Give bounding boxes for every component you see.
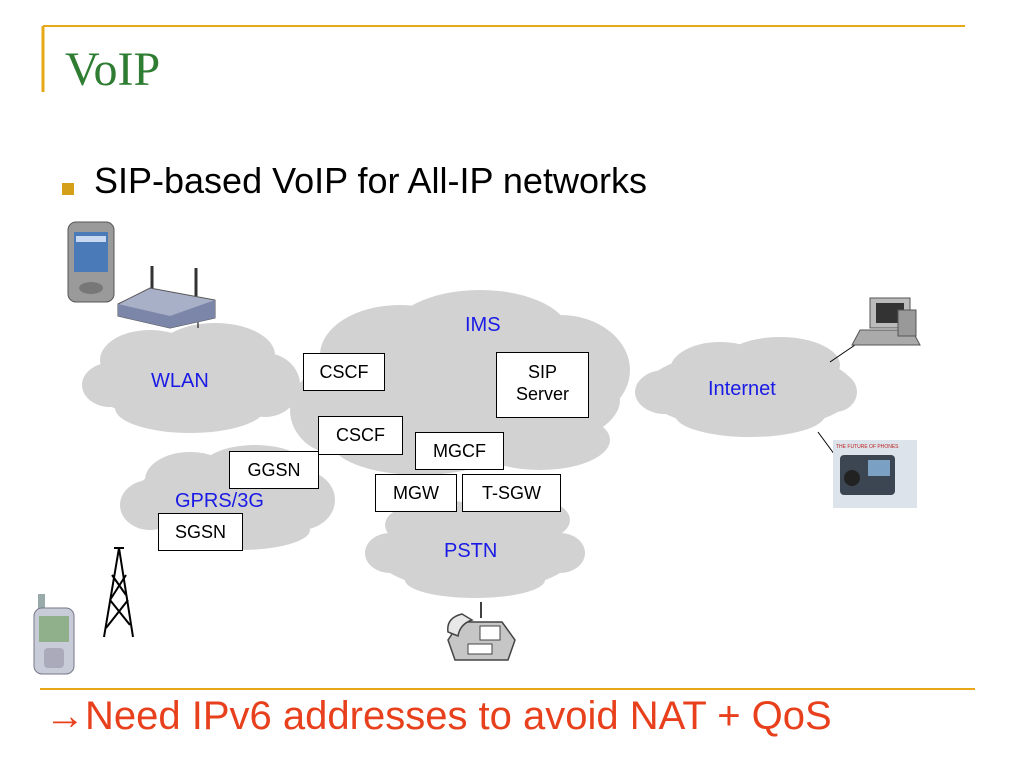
wlan-label: WLAN [151,370,209,392]
cell-tower-icon [103,547,134,638]
slide-title: VoIP [65,43,161,96]
desk-phone-icon [447,613,516,661]
cscf-box-2: CSCF [318,416,403,455]
bullet-text: SIP-based VoIP for All-IP networks [94,160,647,201]
ip-phone-icon [833,440,917,508]
sgsn-box: SGSN [158,513,243,551]
ims-label: IMS [465,314,501,336]
wlan-cloud [82,323,300,433]
phone-poster-caption: THE FUTURE OF PHONES [836,444,899,450]
internet-pc-link [829,344,856,363]
mobile-phone-icon [33,594,75,675]
footer-note: →Need IPv6 addresses to avoid NAT + QoS [45,694,832,738]
bullet-square-icon [62,183,74,195]
mgw-box: MGW [375,474,457,512]
sip-server-line1: SIP [527,362,557,382]
ggsn-box: GGSN [229,451,319,489]
sip-server-line2: Server [515,383,569,404]
internet-cloud [635,337,857,437]
desktop-computer-icon [851,297,921,346]
pstn-label: PSTN [444,540,498,562]
internet-label: Internet [708,378,776,400]
wireless-router-icon [117,266,216,329]
pda-icon [67,221,115,303]
mgcf-box: MGCF [415,432,504,470]
tsgw-box: T-SGW [462,474,561,512]
sip-server-box: SIP Server [496,352,589,418]
cscf-box-1: CSCF [303,353,385,391]
gprs-label: GPRS/3G [175,490,264,512]
